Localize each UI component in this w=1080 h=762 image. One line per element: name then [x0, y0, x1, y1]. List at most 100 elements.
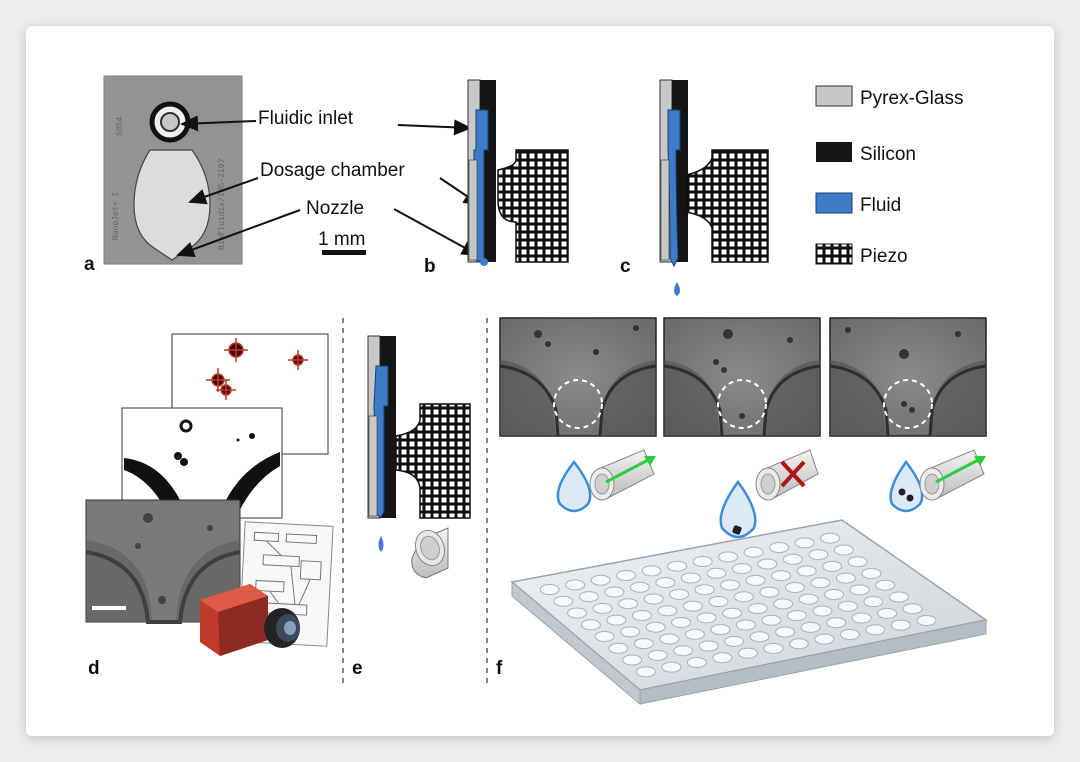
panel-e-dispensing	[367, 335, 471, 579]
panel-label-f: f	[496, 658, 503, 679]
well	[747, 603, 768, 614]
chip-engraving-left: NanoJet+ I	[111, 192, 120, 240]
well	[618, 598, 639, 610]
well	[673, 645, 694, 657]
well	[669, 588, 690, 600]
panel-label-b: b	[424, 256, 436, 277]
well	[810, 577, 831, 589]
well	[784, 582, 805, 593]
pcr-tube-icon	[919, 449, 985, 501]
well	[849, 584, 870, 596]
well	[763, 643, 784, 654]
red-cross-icon	[780, 460, 806, 488]
well	[722, 607, 743, 619]
well	[861, 568, 882, 579]
green-arrow-icon	[605, 456, 653, 484]
well	[712, 652, 733, 664]
well	[902, 603, 923, 615]
well	[616, 570, 637, 581]
well	[724, 635, 745, 647]
pcr-tube-icon	[755, 449, 819, 501]
well	[708, 596, 729, 607]
well	[888, 591, 909, 603]
well	[594, 631, 615, 642]
well	[592, 602, 613, 614]
well	[875, 579, 896, 591]
well	[647, 649, 668, 661]
legend: Pyrex-Glass Silicon Fluid Piezo	[815, 85, 963, 267]
well	[608, 642, 629, 654]
well	[835, 572, 856, 584]
droplet-icon	[889, 459, 924, 513]
well	[633, 638, 654, 650]
well	[761, 614, 782, 626]
well	[622, 654, 643, 666]
well	[788, 638, 809, 650]
well	[661, 661, 682, 673]
panel-d-image-processing	[85, 333, 334, 656]
well	[696, 612, 717, 624]
panel-f-sorting	[499, 317, 988, 706]
well	[837, 600, 858, 612]
well	[877, 607, 898, 619]
well	[692, 556, 713, 567]
well	[578, 591, 599, 603]
panel-b-cross-section	[467, 79, 569, 266]
well	[643, 593, 664, 605]
well	[745, 574, 766, 586]
well	[775, 626, 796, 638]
well	[773, 598, 794, 610]
well	[567, 607, 588, 619]
legend-swatch-fluid	[815, 192, 853, 214]
well	[749, 631, 770, 643]
well	[635, 666, 656, 678]
well	[890, 619, 911, 631]
well	[680, 572, 701, 584]
well	[718, 551, 739, 563]
well	[865, 624, 886, 636]
well	[631, 610, 652, 621]
droplet-icon	[674, 282, 680, 296]
well-plate-96	[510, 519, 988, 706]
panel-a-chip-photo: NanoJet+ I BioFluidix/IMS-2107 S854	[103, 75, 243, 265]
well	[839, 629, 860, 640]
well	[580, 619, 601, 631]
panel-c-cross-section	[659, 79, 769, 296]
well	[800, 621, 821, 633]
well	[847, 556, 868, 568]
droplet-icon	[719, 479, 757, 539]
chip-engraving-top: S854	[115, 117, 124, 136]
panel-label-e: e	[352, 658, 363, 679]
legend-swatch-piezo	[815, 243, 853, 265]
well	[659, 633, 680, 645]
well	[590, 574, 611, 586]
legend-swatch-glass	[815, 85, 853, 107]
scale-bar-label: 1 mm	[318, 229, 366, 250]
well	[684, 628, 705, 640]
well	[757, 558, 778, 570]
callout-fluidic-inlet: Fluidic inlet	[258, 108, 354, 129]
well	[824, 589, 845, 600]
camera-icon	[200, 584, 300, 656]
well	[710, 624, 731, 636]
well	[657, 605, 678, 617]
well	[782, 553, 803, 565]
well	[743, 546, 764, 558]
well	[812, 605, 833, 617]
pcr-tube-icon	[411, 527, 449, 579]
well	[737, 647, 758, 659]
nozzle-micrograph-3	[829, 317, 987, 437]
callout-nozzle: Nozzle	[306, 198, 364, 219]
well	[604, 586, 625, 598]
well	[655, 577, 676, 589]
well	[667, 560, 688, 572]
panel-label-a: a	[84, 254, 95, 275]
well	[916, 615, 937, 626]
panel-a-callouts: Fluidic inlet Dosage chamber Nozzle 1 mm	[176, 108, 482, 257]
well	[629, 581, 650, 593]
well	[698, 640, 719, 652]
well	[826, 617, 847, 629]
well	[769, 542, 790, 553]
micrograph-scale-bar	[92, 606, 126, 610]
well	[539, 584, 560, 595]
